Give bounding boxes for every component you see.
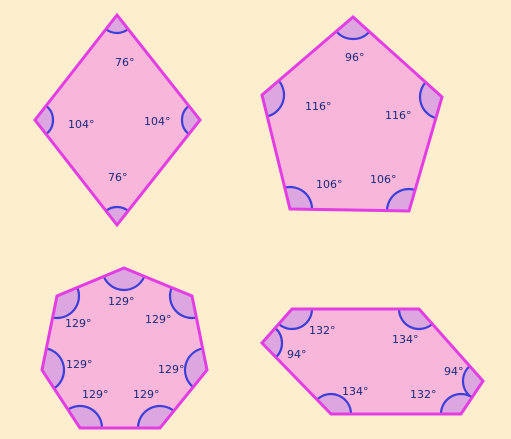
heptagon-angle-arc	[102, 275, 146, 292]
pentagon-shape	[260, 15, 444, 213]
hexagon-angle-label: 94°	[444, 365, 464, 378]
hexagon-angle-arc	[439, 392, 473, 415]
pentagon-angle-arc	[335, 30, 371, 41]
pentagon-outline	[260, 15, 444, 213]
hexagon-angle-arc	[278, 308, 314, 331]
heptagon-angle-arc	[136, 404, 175, 429]
heptagon-angle-arc	[52, 287, 81, 320]
heptagon-outline	[40, 266, 209, 430]
pentagon-angle-sector	[420, 82, 442, 119]
kite-angle-label: 76°	[108, 171, 128, 184]
hexagon-angle-sector	[317, 394, 351, 414]
heptagon-angle-sector	[185, 348, 207, 388]
heptagon-angle-label: 129°	[65, 317, 92, 330]
hexagon-shape	[259, 307, 485, 416]
heptagon-angle-sector	[42, 348, 64, 389]
kite-angle-sector	[105, 206, 129, 225]
pentagon-angle-sector	[387, 189, 416, 211]
hexagon-angle-label: 94°	[287, 348, 307, 361]
heptagon-angle-label: 129°	[82, 388, 109, 401]
hexagon-angle-label: 132°	[410, 388, 437, 401]
pentagon-angle-arc	[266, 79, 286, 118]
heptagon-angle-arc	[168, 287, 197, 320]
heptagon-angle-arc	[46, 347, 66, 390]
hexagon-angle-sector	[462, 366, 483, 398]
labels-layer: 76° 104° 76° 104° 96° 116° 106° 106° 116…	[65, 51, 464, 401]
pentagon-angle-arc	[418, 81, 437, 120]
pentagon-angle-sector	[262, 80, 285, 117]
kite-angle-sector	[182, 105, 200, 135]
hexagon-angle-arc	[397, 308, 434, 331]
heptagon-angle-label: 129°	[108, 295, 135, 308]
kite-angle-label: 104°	[68, 118, 95, 131]
hexagon-angle-label: 134°	[392, 333, 419, 346]
kite-angle-sector	[35, 105, 54, 135]
pentagon-angle-arc	[284, 185, 314, 210]
kite-angle-label: 104°	[144, 115, 171, 128]
kite-shape	[33, 12, 202, 228]
pentagon-angle-label: 106°	[316, 178, 343, 191]
kite-angle-arc	[105, 205, 129, 212]
shapes-layer	[33, 12, 485, 430]
heptagon-angle-label: 129°	[133, 388, 160, 401]
pentagon-angle-label: 116°	[385, 109, 412, 122]
hexagon-angle-sector	[262, 328, 282, 358]
pentagon-angle-sector	[284, 186, 313, 210]
hexagon-outline	[259, 307, 485, 416]
pentagon-angle-sector	[336, 17, 370, 39]
pentagon-angle-arc	[385, 187, 416, 211]
hexagon-fill	[262, 309, 483, 414]
hexagon-angle-arc	[274, 327, 284, 359]
hexagon-angle-arc	[316, 392, 353, 415]
hexagon-angle-label: 134°	[342, 385, 369, 398]
kite-angle-sector	[105, 15, 129, 34]
pentagon-angle-label: 96°	[345, 51, 365, 64]
pentagon-fill	[262, 17, 442, 211]
kite-outline	[33, 12, 202, 228]
heptagon-angle-label: 129°	[66, 358, 93, 371]
kite-angle-arc	[105, 28, 129, 35]
kite-angle-label: 76°	[115, 56, 135, 69]
heptagon-angle-arc	[67, 404, 104, 429]
kite-angle-arc	[45, 104, 55, 136]
heptagon-shape	[40, 266, 209, 430]
pentagon-angle-label: 106°	[370, 173, 397, 186]
hexagon-angle-label: 132°	[309, 324, 336, 337]
heptagon-angle-label: 129°	[158, 363, 185, 376]
kite-angle-arc	[180, 105, 190, 135]
heptagon-angle-label: 129°	[145, 313, 172, 326]
heptagon-angle-arc	[183, 347, 203, 388]
heptagon-fill	[42, 268, 207, 428]
pentagon-angle-label: 116°	[305, 100, 332, 113]
